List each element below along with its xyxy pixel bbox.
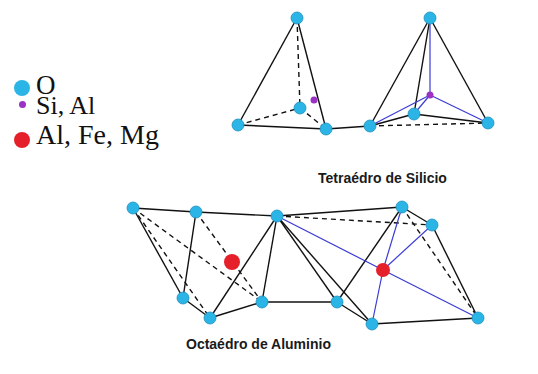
legend-swatch [19, 101, 26, 108]
silicon-atoms [311, 92, 434, 104]
figure-label: Octaédro de Aluminio [186, 336, 331, 352]
legend-swatch [14, 80, 30, 96]
oxygen-atoms [127, 12, 494, 330]
legend-text: Al, Fe, Mg [36, 119, 159, 151]
legend-text: Si, Al [36, 91, 95, 121]
aluminium-atoms [224, 254, 390, 277]
polyhedra-edges [133, 18, 488, 324]
legend-swatch [14, 132, 30, 148]
figure-label: Tetraédro de Silicio [318, 170, 447, 186]
bond-lines [277, 18, 488, 324]
